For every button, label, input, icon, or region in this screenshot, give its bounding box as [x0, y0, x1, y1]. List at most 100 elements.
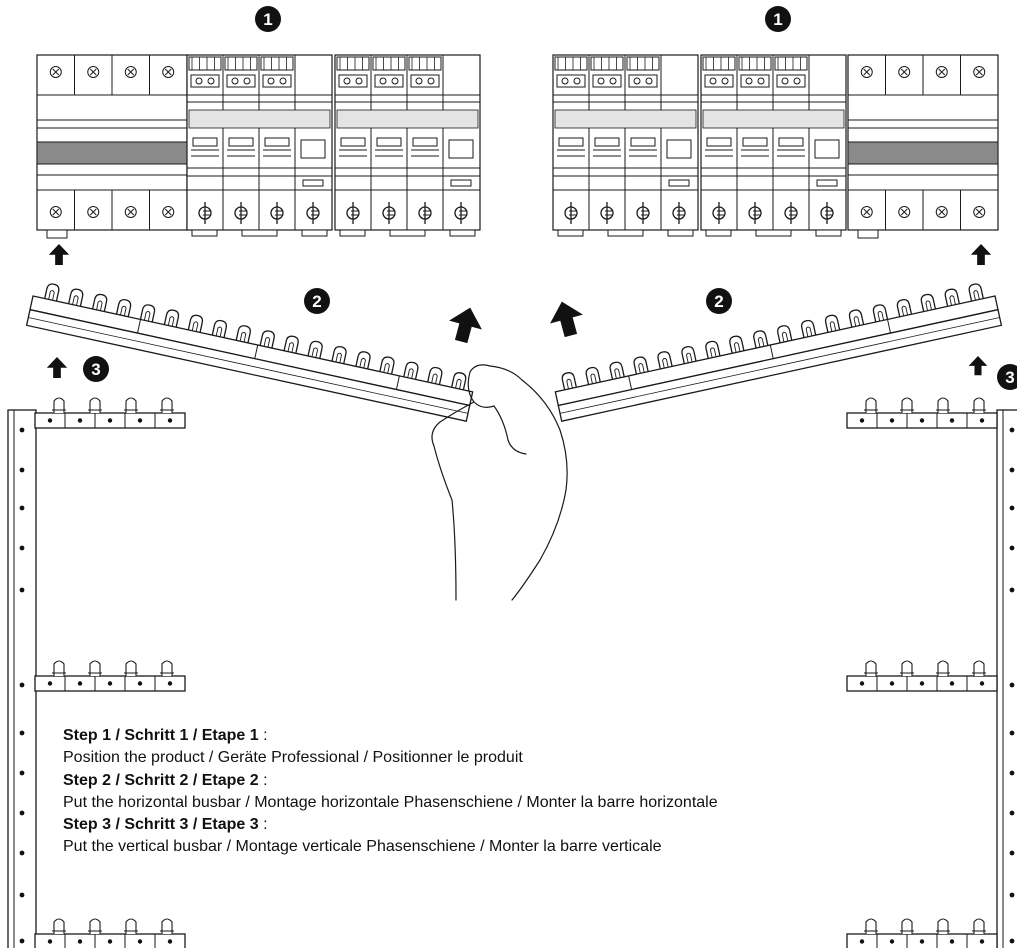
window-dot: [355, 77, 363, 85]
terminal-post: [901, 918, 913, 934]
din-foot: [339, 229, 366, 237]
window-dot: [391, 77, 399, 85]
terminal-screw-icon: [124, 206, 137, 218]
comb-terminal-icon: [454, 202, 468, 224]
connector-strip: [372, 56, 406, 71]
terminal-dot: [949, 418, 955, 423]
rail-hole: [1009, 730, 1015, 736]
comb-terminal-icon: [346, 202, 360, 224]
terminal-post: [865, 918, 877, 934]
arrows: [46, 244, 992, 378]
screw-slot: [164, 208, 172, 216]
window-dot: [427, 77, 435, 85]
din-foot: [191, 229, 218, 237]
window-dot: [709, 77, 717, 85]
terminal-dot: [889, 939, 895, 944]
step-1-heading: Step 1 / Schritt 1 / Etape 1 :: [63, 725, 1003, 747]
terminal-post: [125, 397, 137, 413]
terminal-post: [53, 918, 65, 934]
callout-badge-1-left: 1: [255, 6, 281, 32]
terminal-dot: [919, 418, 925, 423]
terminal-dot: [167, 939, 173, 944]
busbar-segment: [628, 375, 633, 390]
busbar-fork-inner: [239, 331, 247, 343]
window-dot: [793, 77, 801, 85]
callout-number: 1: [263, 10, 272, 29]
din-foot: [301, 229, 328, 237]
busbar-fork: [657, 351, 673, 370]
device-rows: [36, 54, 999, 239]
window-dot: [279, 77, 287, 85]
screw-slot: [938, 68, 946, 76]
screw-slot: [52, 68, 60, 76]
window-dot: [379, 77, 387, 85]
terminal-screw-icon: [935, 66, 948, 78]
screw-slot: [164, 68, 172, 76]
window-dot: [597, 77, 605, 85]
busbar-comb-icon: [25, 283, 474, 422]
busbar-fork-inner: [407, 368, 414, 379]
step-separator: :: [258, 771, 268, 789]
window-dot: [415, 77, 423, 85]
terminal-screw-icon: [898, 66, 911, 78]
isolator-handle-bar: [36, 141, 188, 165]
rail-hole: [19, 545, 25, 551]
rail-hole: [1009, 810, 1015, 816]
rail-hole: [1009, 587, 1015, 593]
terminal-window: [226, 74, 256, 88]
terminal-screw-icon: [87, 66, 100, 78]
busbar-fork: [944, 288, 960, 307]
screw-slot: [863, 208, 871, 216]
aux-toggle: [300, 139, 326, 159]
window-dot: [757, 77, 765, 85]
terminal-dot: [77, 418, 83, 423]
callout-badges: 1 1 2 2 3 3: [83, 6, 1017, 390]
callout-badge-2-left: 2: [304, 288, 330, 314]
busbar-fork-inner: [72, 295, 79, 306]
connector-strip: [336, 56, 370, 71]
screw-slot: [975, 68, 983, 76]
terminal-bar-mid-left: [34, 660, 186, 692]
screw-slot: [938, 208, 946, 216]
busbar-fork: [705, 340, 721, 359]
window-dot: [781, 77, 789, 85]
busbar-fork: [307, 340, 323, 359]
callout-badge-3-right: 3: [997, 364, 1017, 390]
terminal-post: [125, 918, 137, 934]
terminal-screw-icon: [87, 206, 100, 218]
terminal-post: [161, 660, 173, 676]
terminal-screw-icon: [49, 206, 62, 218]
busbar-fork: [777, 325, 793, 344]
busbar-fork-inner: [925, 300, 932, 311]
window-dot: [267, 77, 275, 85]
busbar-fork: [800, 319, 817, 338]
din-foot: [389, 229, 426, 237]
comb-terminal-icon: [234, 202, 248, 224]
terminal-screw-icon: [860, 66, 873, 78]
terminal-dot: [859, 939, 865, 944]
comb-terminal-icon: [600, 202, 614, 224]
step-3-heading: Step 3 / Schritt 3 / Etape 3 :: [63, 814, 1003, 836]
screw-slot: [52, 208, 60, 216]
terminal-post: [89, 918, 101, 934]
din-foot: [667, 229, 694, 237]
rail-hole: [1009, 850, 1015, 856]
comb-terminal-icon: [784, 202, 798, 224]
terminal-dot: [919, 939, 925, 944]
toggle: [192, 137, 218, 147]
busbar-fork: [115, 299, 132, 317]
step-title: Step 1 / Schritt 1 / Etape 1: [63, 727, 259, 744]
busbar-fork: [163, 309, 180, 328]
arrow-up-icon: [48, 244, 70, 265]
terminal-post: [89, 397, 101, 413]
terminal-dot: [47, 939, 53, 944]
vertical-frame-right: [846, 397, 1017, 948]
step-separator: :: [258, 816, 268, 834]
screw-slot: [127, 68, 135, 76]
vertical-frame-left: [7, 397, 186, 948]
arrow-up-icon: [449, 307, 482, 344]
callout-badge-2-right: 2: [706, 288, 732, 314]
busbar-segment: [254, 344, 259, 359]
busbar-edge: [559, 317, 1000, 414]
